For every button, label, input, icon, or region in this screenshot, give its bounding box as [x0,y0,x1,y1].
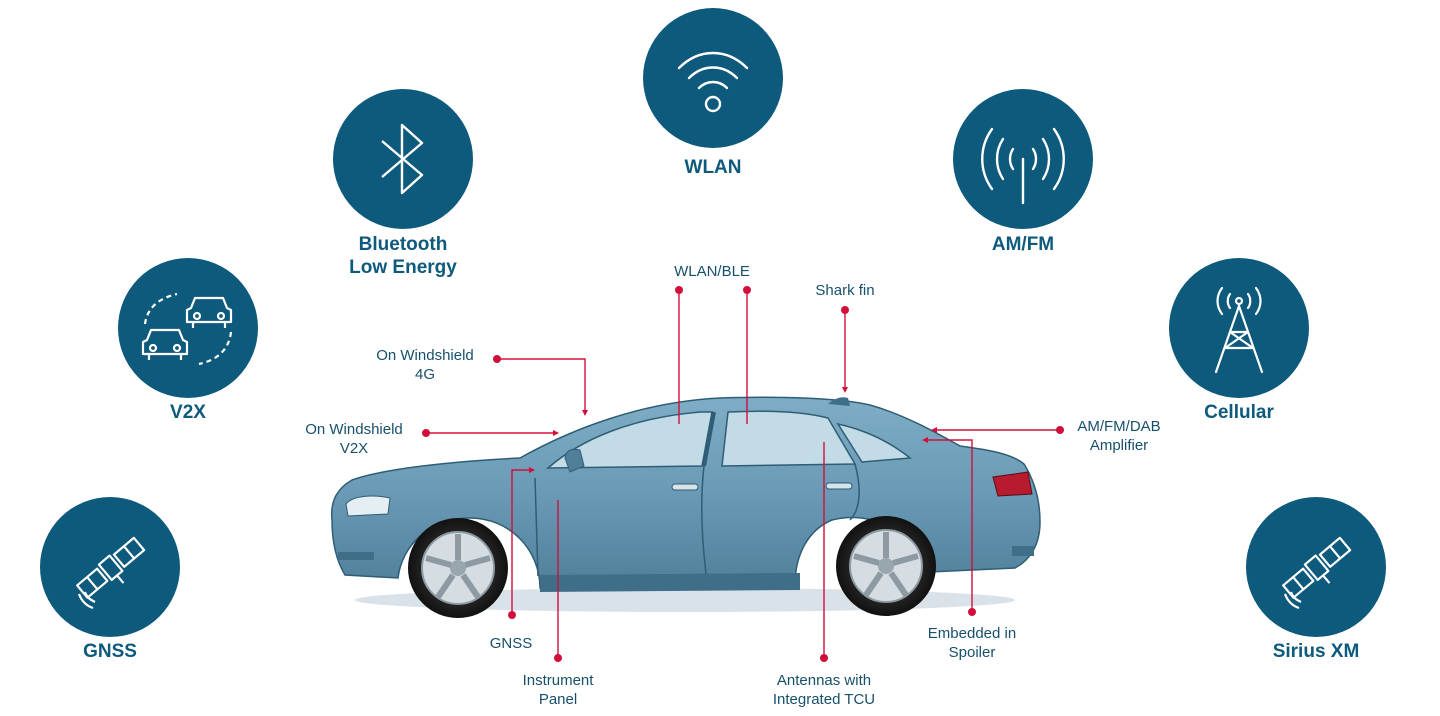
leader-gnss [511,469,532,615]
callout-tcu-line1: Antennas with [776,672,872,689]
amfm-circle [953,89,1093,229]
callout-amfm-dab-line1: AM/FM/DAB [1077,418,1161,435]
v2x-label: V2X [170,402,206,423]
dot-windshield-4g [493,355,501,363]
quarter-window [836,422,912,463]
siriusxm-circle [1246,497,1386,637]
callout-windshield-4g-line1: On Windshield [376,347,474,364]
cell-tower-icon [1214,286,1264,374]
dot-shark-fin [841,306,849,314]
callout-instrument-line1: Instrument [522,672,594,689]
callout-tcu-line2: Integrated TCU [772,691,876,708]
callout-gnss: GNSS [489,635,533,652]
front-window [545,411,713,469]
cellular-label: Cellular [1204,402,1274,423]
wlan-circle [643,8,783,148]
rear-wheel [836,516,936,616]
callout-wlan-ble: WLAN/BLE [674,263,750,280]
bluetooth-label: Bluetooth Low Energy [349,233,457,279]
callout-windshield-v2x-line1: On Windshield [305,421,403,438]
bluetooth-icon [381,123,424,195]
v2x-circle [118,258,258,398]
dot-tcu [820,654,828,662]
wifi-icon [677,51,749,113]
callout-windshield-4g-line2: 4G [414,366,436,383]
dot-spoiler [968,608,976,616]
radio-wave-icon [981,127,1065,205]
satellite-icon [76,536,146,610]
gnss-label: GNSS [83,641,137,662]
callout-amfm-dab-line2: Amplifier [1089,437,1149,454]
dot-wlan-ble-1 [675,286,683,294]
satellite-icon [1282,536,1352,610]
callout-instrument-panel: Instrument Panel [523,671,594,709]
car-illustration [330,396,1041,612]
callout-shark-fin: Shark fin [815,282,875,299]
callout-instrument-line2: Panel [538,691,578,708]
callout-spoiler: Embedded in Spoiler [928,624,1016,662]
callout-tcu: Antennas with Integrated TCU [773,671,875,709]
amfm-label: AM/FM [991,234,1055,255]
cellular-circle [1169,258,1309,398]
vehicle-to-vehicle-icon [141,292,233,366]
gnss-circle [40,497,180,637]
callout-windshield-4g: On Windshield 4G [376,346,474,384]
leader-windshield-4g [497,358,586,414]
dot-wlan-ble-2 [743,286,751,294]
siriusxm-label: Sirius XM [1272,641,1360,662]
callout-spoiler-line1: Embedded in [927,625,1017,642]
dot-windshield-v2x [422,429,430,437]
front-wheel [408,518,508,618]
wlan-label: WLAN [684,157,742,178]
callout-amfm-dab: AM/FM/DAB Amplifier [1077,417,1160,455]
callout-windshield-v2x: On Windshield V2X [305,420,403,458]
dot-instrument [554,654,562,662]
bluetooth-label-line2: Low Energy [349,257,457,278]
dot-amfm-dab [1056,426,1064,434]
dot-gnss [508,611,516,619]
bluetooth-label-line1: Bluetooth [358,234,448,255]
callout-spoiler-line2: Spoiler [948,644,996,661]
callout-windshield-v2x-line2: V2X [339,440,369,457]
leader-spoiler [925,439,973,612]
bluetooth-circle [333,89,473,229]
